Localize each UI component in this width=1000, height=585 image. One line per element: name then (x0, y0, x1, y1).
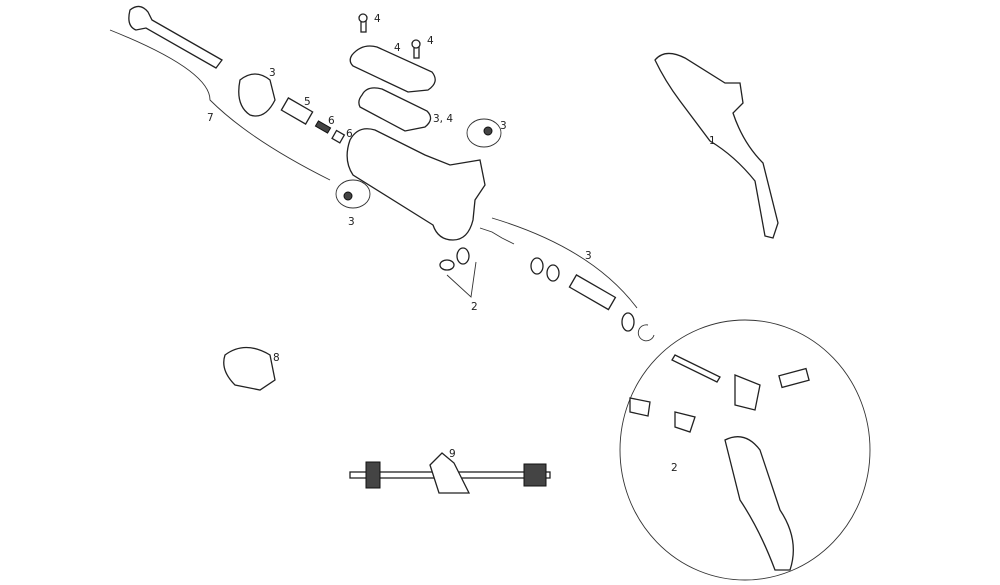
callout-label: 3 (500, 120, 507, 132)
piston-assembly (439, 217, 655, 342)
callout-label: 3 (348, 216, 355, 228)
callout-label: 4 (394, 42, 401, 54)
bleed-tool (349, 452, 551, 494)
detail-circle (466, 118, 502, 148)
callout-label: 9 (449, 448, 456, 460)
callout-label: 2 (471, 301, 478, 313)
detail-circle (335, 179, 371, 209)
callout-label: 2 (671, 462, 678, 474)
detail-circle-lever (619, 319, 871, 581)
lever-body (346, 128, 486, 241)
callout-label: 6 (346, 128, 353, 140)
barrel-adjuster (280, 97, 346, 144)
callout-label: 6 (328, 115, 335, 127)
reservoir-screws (358, 13, 421, 59)
assembled-lever (654, 52, 779, 239)
clamp-8 (223, 346, 276, 391)
callout-label: 8 (273, 352, 280, 364)
callout-label: 4 (427, 35, 434, 47)
callout-label: 5 (304, 96, 311, 108)
callout-label: 4 (374, 13, 381, 25)
clamp-part (238, 73, 276, 117)
callout-label: 7 (207, 112, 214, 124)
reservoir-cap (349, 45, 436, 93)
hose-assembly (109, 5, 331, 181)
callout-label: 3 (269, 67, 276, 79)
callout-label: 1 (709, 135, 716, 147)
reservoir-bladder (358, 87, 432, 132)
callout-label: 3, 4 (433, 113, 453, 125)
callout-label: 3 (585, 250, 592, 262)
lever-blade-detail (629, 354, 810, 571)
